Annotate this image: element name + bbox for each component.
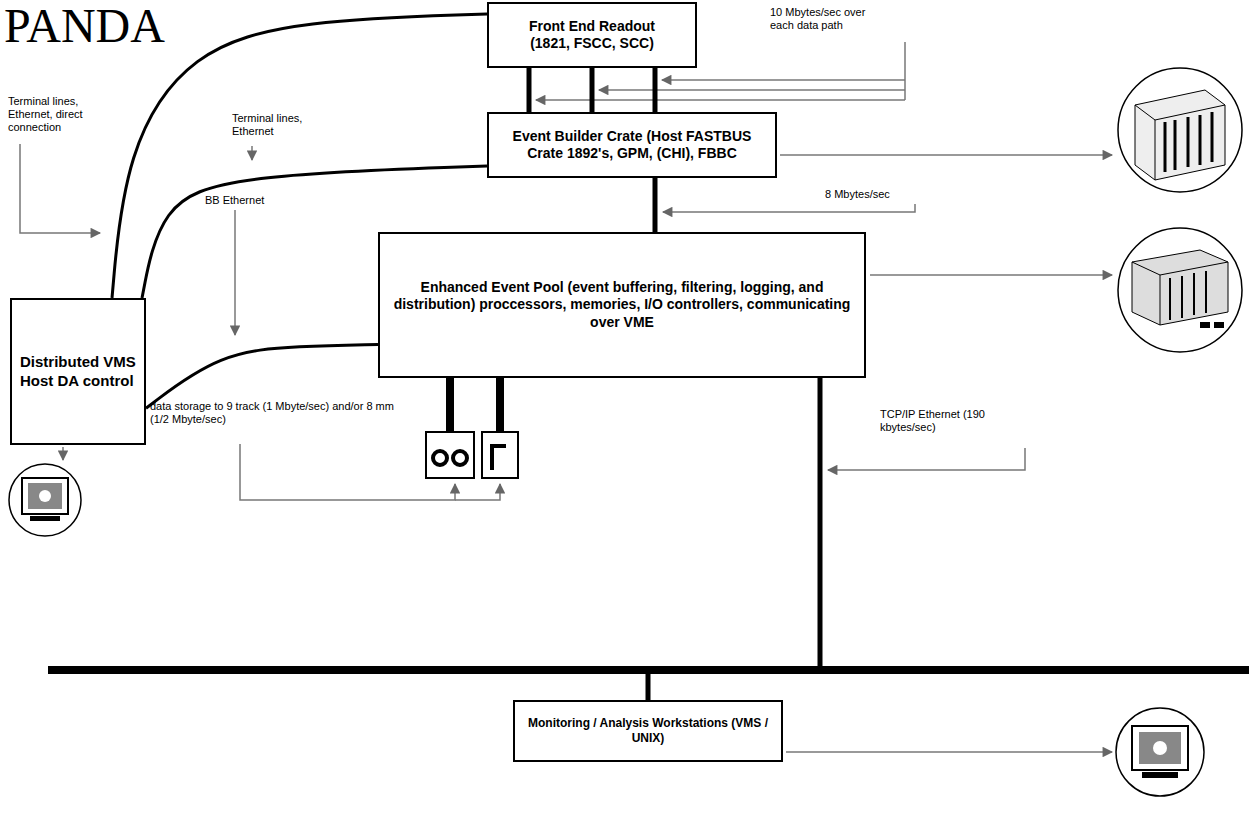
box-text: Front End Readout: [497, 18, 687, 36]
annotation: 8 Mbytes/sec: [825, 188, 920, 201]
annotation: data storage to 9 track (1 Mbyte/sec) an…: [150, 400, 412, 426]
tape-drives: [426, 378, 518, 478]
process-box: Monitoring / Analysis Workstations (VMS …: [513, 700, 783, 762]
connector: [653, 178, 658, 232]
annotation: 10 Mbytes/sec over each data path: [770, 6, 880, 32]
annotation: Terminal lines, Ethernet, direct connect…: [8, 95, 104, 135]
box-text: Monitoring / Analysis Workstations (VMS …: [523, 716, 773, 746]
box-text: (1821, FSCC, SCC): [497, 35, 687, 53]
title: PANDA: [4, 2, 165, 50]
crate-icon: [1118, 68, 1242, 192]
process-box: Front End Readout(1821, FSCC, SCC): [487, 2, 697, 68]
leader-arrows: [20, 42, 1112, 752]
process-box: Enhanced Event Pool (event buffering, fi…: [378, 232, 866, 378]
connector: [590, 68, 595, 112]
box-text: Event Builder Crate (Host FASTBUS Crate …: [497, 128, 767, 163]
vme-crate-icon: [1118, 228, 1242, 352]
connector: [648, 378, 820, 700]
workstation-icon: [9, 464, 81, 536]
box-text: Distributed VMS Host DA control: [20, 353, 136, 391]
process-box: Distributed VMS Host DA control: [10, 298, 146, 445]
annotation: TCP/IP Ethernet (190 kbytes/sec): [880, 408, 1020, 434]
connector: [653, 68, 658, 112]
box-text: Enhanced Event Pool (event buffering, fi…: [388, 279, 856, 332]
annotation: Terminal lines, Ethernet: [232, 112, 322, 138]
process-box: Event Builder Crate (Host FASTBUS Crate …: [487, 112, 777, 178]
workstation-icon: [1116, 708, 1204, 796]
connector: [146, 344, 378, 408]
connector: [527, 68, 532, 112]
annotation: BB Ethernet: [205, 194, 295, 207]
